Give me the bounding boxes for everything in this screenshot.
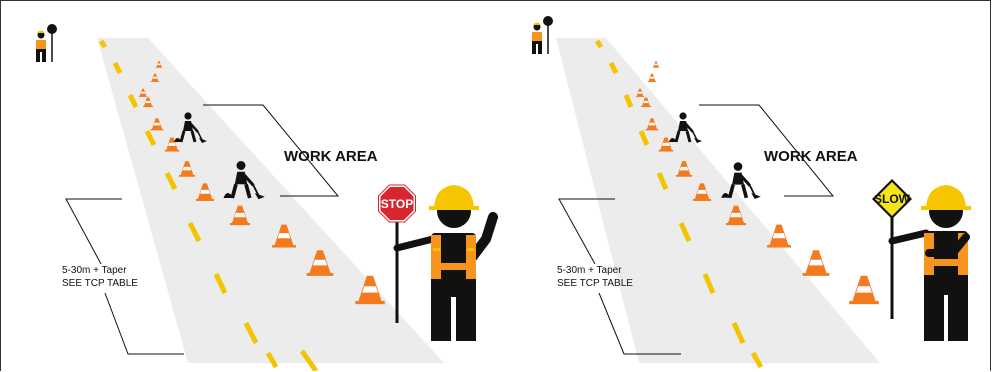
hardhat-icon: [926, 185, 966, 208]
cone: [648, 74, 656, 82]
work-area-label: WORK AREA: [764, 148, 858, 165]
stop-panel: WORK AREA 5-30m + Taper SEE TCP TABLE ST…: [36, 24, 493, 371]
stop-sign-text: STOP: [381, 197, 413, 211]
work-area-label: WORK AREA: [284, 148, 378, 165]
flagger-slow: SLOW: [872, 179, 971, 341]
road: [556, 38, 880, 363]
distance-label: 5-30m + Taper: [62, 265, 127, 276]
flagger-icon: [36, 24, 57, 62]
tcp-table-label: SEE TCP TABLE: [557, 278, 633, 289]
cone: [653, 61, 660, 67]
flagger-stop: STOP: [379, 185, 494, 341]
flagger-icon: [532, 16, 553, 54]
hardhat-icon: [434, 185, 474, 208]
cone: [803, 250, 830, 276]
tcp-table-label: SEE TCP TABLE: [62, 278, 138, 289]
slow-panel: WORK AREA 5-30m + Taper SEE TCP TABLE SL…: [532, 16, 971, 367]
slow-sign-text: SLOW: [874, 192, 911, 206]
distance-label: 5-30m + Taper: [557, 265, 622, 276]
cone: [849, 276, 878, 304]
